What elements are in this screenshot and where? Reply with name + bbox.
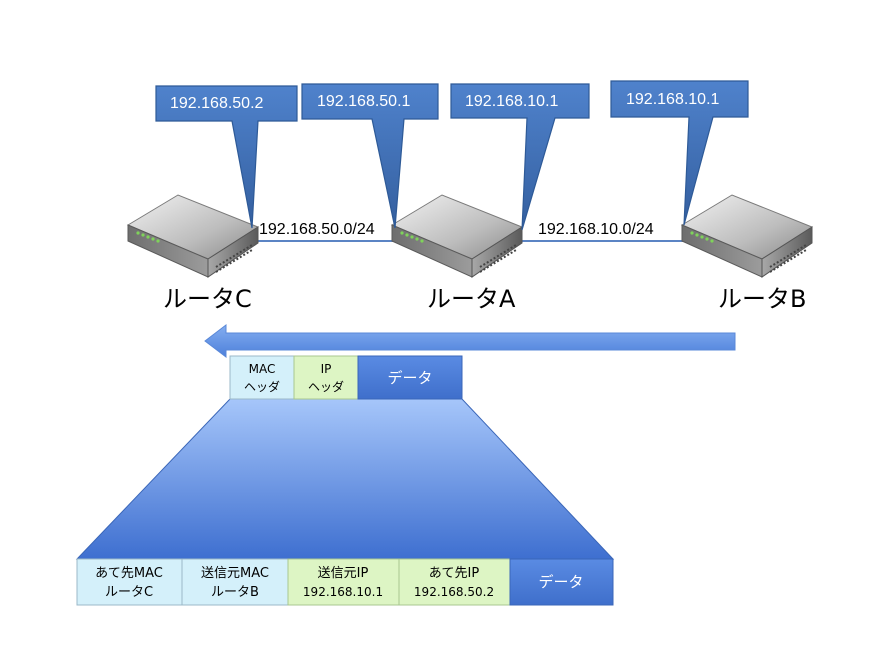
big-src-mac-line1: 送信元MAC xyxy=(201,566,269,581)
big-packet-dst-mac xyxy=(76,558,183,606)
big-dst-mac-line1: あて先MAC xyxy=(95,566,163,581)
small-mac-line2: ヘッダ xyxy=(244,379,280,394)
small-packet-data xyxy=(357,355,463,400)
callout-router-a-right: 192.168.10.1 xyxy=(450,83,590,231)
network-label-right: 192.168.10.0/24 xyxy=(538,221,654,238)
router-a-label: ルータA xyxy=(427,285,516,313)
callout-router-b: 192.168.10.1 xyxy=(610,80,749,226)
big-src-ip-line1: 送信元IP xyxy=(318,566,369,581)
small-data-label: データ xyxy=(387,369,432,387)
big-src-mac-line2: ルータB xyxy=(211,585,259,600)
small-mac-line1: MAC xyxy=(249,362,276,376)
big-dst-ip-line2: 192.168.50.2 xyxy=(414,585,494,599)
big-dst-mac-line2: ルータC xyxy=(105,585,153,600)
direction-arrow-left xyxy=(204,323,736,359)
big-dst-ip-line1: あて先IP xyxy=(429,566,480,581)
callout-router-a-left-address: 192.168.50.1 xyxy=(317,93,411,110)
callout-router-c-address: 192.168.50.2 xyxy=(170,95,264,112)
network-label-left: 192.168.50.0/24 xyxy=(259,221,375,238)
big-packet-data xyxy=(509,558,614,606)
big-packet: あて先MAC ルータC 送信元MAC ルータB 送信元IP 192.168.10… xyxy=(76,558,614,606)
router-c-label: ルータC xyxy=(163,285,252,313)
big-data-label: データ xyxy=(538,573,583,591)
router-b-label: ルータB xyxy=(718,285,806,313)
router-c-icon xyxy=(127,194,259,278)
big-packet-dst-ip xyxy=(398,558,511,606)
router-a-icon xyxy=(391,194,523,278)
small-packet-ip-header xyxy=(293,355,359,400)
callout-router-b-address: 192.168.10.1 xyxy=(626,91,720,108)
callout-router-a-right-address: 192.168.10.1 xyxy=(465,93,559,110)
router-b-icon xyxy=(681,194,813,278)
small-ip-line1: IP xyxy=(321,362,332,376)
packet-expansion-shape xyxy=(75,398,615,560)
small-packet: MAC ヘッダ IP ヘッダ データ xyxy=(229,355,463,400)
big-src-ip-line2: 192.168.10.1 xyxy=(303,585,383,599)
small-ip-line2: ヘッダ xyxy=(308,379,344,394)
small-packet-mac-header xyxy=(229,355,295,400)
callout-router-c: 192.168.50.2 xyxy=(155,85,298,229)
callout-router-a-left: 192.168.50.1 xyxy=(301,83,439,229)
